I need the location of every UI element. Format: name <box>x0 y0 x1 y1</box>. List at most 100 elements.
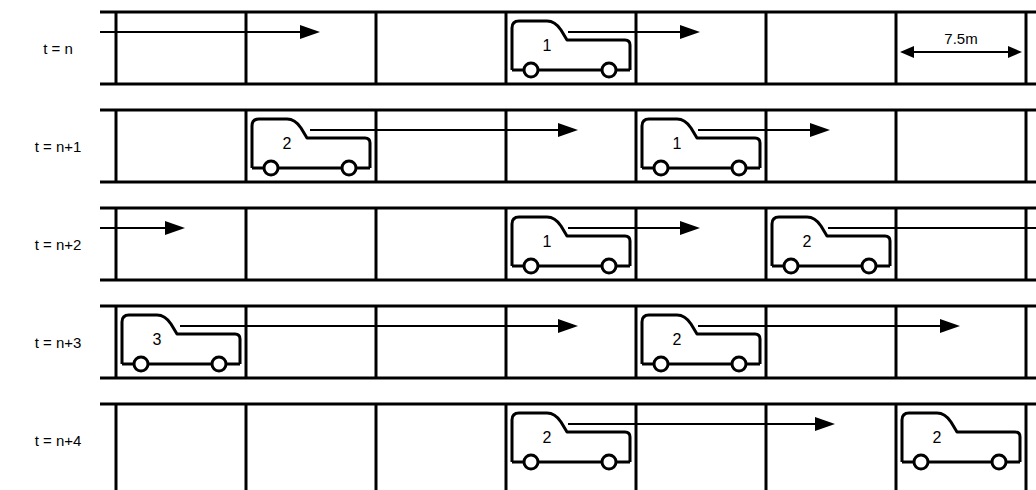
car: 3 <box>119 312 243 374</box>
car-wheel <box>602 259 616 273</box>
velocity-arrow <box>100 227 169 229</box>
cell-divider <box>895 207 898 281</box>
dimension-label: 7.5m <box>942 31 979 46</box>
velocity-arrow <box>698 325 944 327</box>
cell-divider <box>635 207 638 281</box>
arrow-head <box>1008 46 1022 58</box>
car-number: 2 <box>543 430 552 446</box>
car-wheel <box>264 161 278 175</box>
car: 1 <box>509 214 633 276</box>
arrow-head <box>815 417 835 431</box>
cell-divider <box>245 109 248 183</box>
car-wheel <box>732 161 746 175</box>
time-label: t = n+1 <box>35 139 82 154</box>
car-outline <box>119 312 243 384</box>
cell-divider <box>115 207 118 281</box>
time-label: t = n <box>43 41 73 56</box>
car-wheel <box>134 357 148 371</box>
cell-divider <box>1025 109 1028 183</box>
car-outline <box>639 116 763 188</box>
car: 2 <box>249 116 373 178</box>
cell-divider <box>245 11 248 85</box>
arrow-head <box>680 221 700 235</box>
cell-divider <box>115 109 118 183</box>
velocity-arrow <box>180 325 562 327</box>
dimension-line <box>912 51 1010 53</box>
cell-divider <box>505 109 508 183</box>
cell-divider <box>375 305 378 379</box>
car-number: 1 <box>543 38 552 54</box>
car-number: 1 <box>543 234 552 250</box>
cell-divider <box>505 207 508 281</box>
car-number: 2 <box>803 234 812 250</box>
cell-divider <box>115 305 118 379</box>
arrow-head <box>810 123 830 137</box>
cell-divider <box>1025 305 1028 379</box>
car: 2 <box>899 410 1023 472</box>
cell-divider <box>895 403 898 490</box>
cell-divider <box>635 305 638 379</box>
car-number: 1 <box>673 136 682 152</box>
cell-divider <box>375 403 378 490</box>
cell-divider <box>1025 207 1028 281</box>
car-outline <box>899 410 1023 482</box>
cell-divider <box>375 207 378 281</box>
cell-divider <box>765 109 768 183</box>
car-number: 2 <box>933 430 942 446</box>
arrow-head <box>558 123 578 137</box>
cell-divider <box>765 11 768 85</box>
cell-divider <box>505 11 508 85</box>
car: 2 <box>769 214 893 276</box>
arrow-head <box>680 25 700 39</box>
car-wheel <box>732 357 746 371</box>
time-label: t = n+4 <box>35 433 82 448</box>
car-wheel <box>212 357 226 371</box>
cell-divider <box>375 11 378 85</box>
cell-divider <box>895 11 898 85</box>
velocity-arrow <box>100 31 304 33</box>
car: 2 <box>509 410 633 472</box>
cell-divider <box>635 109 638 183</box>
cell-divider <box>245 305 248 379</box>
velocity-arrow <box>568 31 684 33</box>
cell-divider <box>505 305 508 379</box>
cell-divider <box>635 11 638 85</box>
velocity-arrow <box>698 129 814 131</box>
car-wheel <box>602 455 616 469</box>
arrow-head <box>300 25 320 39</box>
cell-divider <box>765 207 768 281</box>
car: 1 <box>509 18 633 80</box>
car-number: 2 <box>673 332 682 348</box>
car-wheel <box>914 455 928 469</box>
velocity-arrow <box>568 227 684 229</box>
cell-divider <box>765 305 768 379</box>
cell-divider <box>765 403 768 490</box>
car-wheel <box>654 357 668 371</box>
cell-divider <box>1025 11 1028 85</box>
cell-divider <box>895 109 898 183</box>
arrow-head <box>940 319 960 333</box>
car: 1 <box>639 116 763 178</box>
car-outline <box>639 312 763 384</box>
arrow-head <box>165 221 185 235</box>
car: 2 <box>639 312 763 374</box>
velocity-arrow <box>828 227 1036 229</box>
time-label: t = n+2 <box>35 237 82 252</box>
car-number: 3 <box>153 332 162 348</box>
car-outline <box>249 116 373 188</box>
cell-divider <box>505 403 508 490</box>
car-outline <box>509 214 633 286</box>
car-wheel <box>524 455 538 469</box>
car-outline <box>509 18 633 90</box>
car-wheel <box>784 259 798 273</box>
cell-divider <box>895 305 898 379</box>
car-wheel <box>342 161 356 175</box>
car-wheel <box>862 259 876 273</box>
cell-divider <box>245 403 248 490</box>
velocity-arrow <box>568 423 819 425</box>
arrow-head <box>900 46 914 58</box>
car-wheel <box>992 455 1006 469</box>
time-label: t = n+3 <box>35 335 82 350</box>
